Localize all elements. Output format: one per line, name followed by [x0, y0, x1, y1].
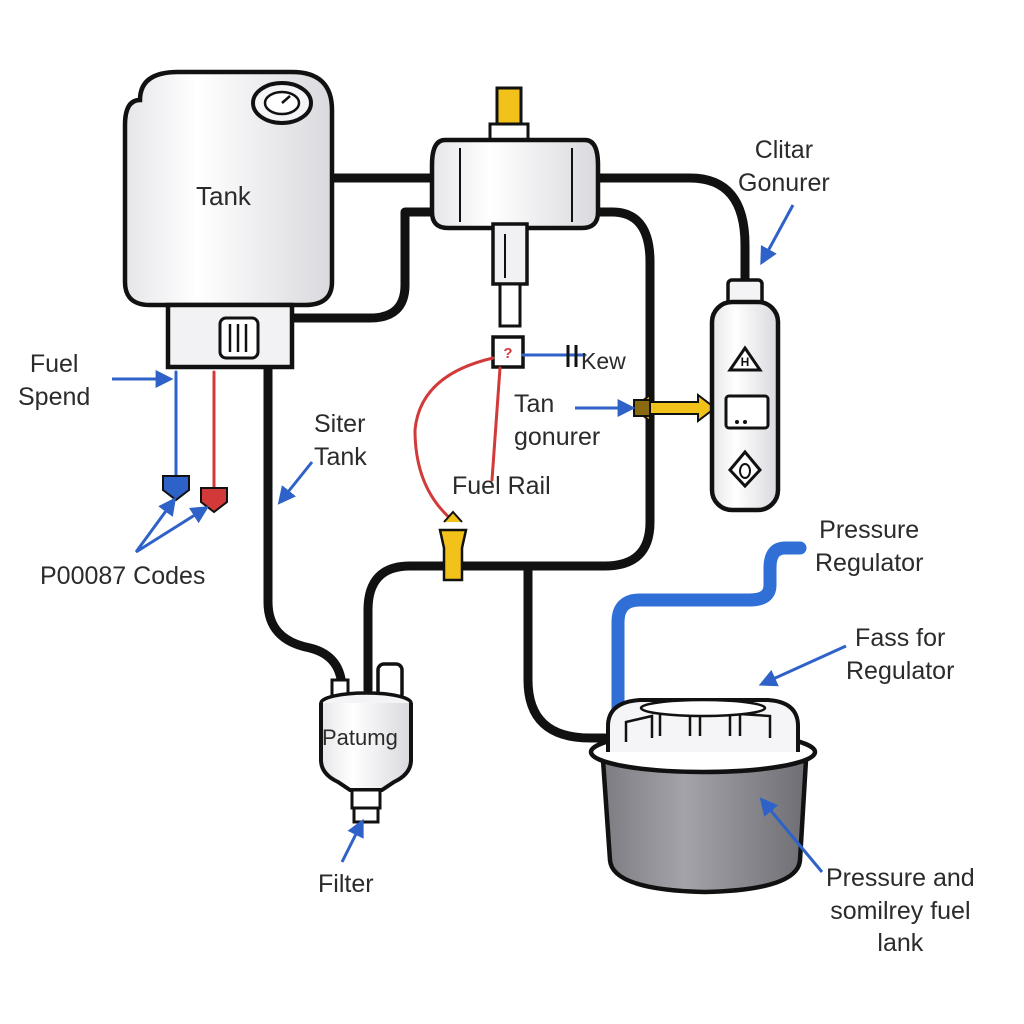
label-tan-line2: gonurer: [514, 422, 601, 451]
device-screen: [724, 394, 770, 430]
label-fuel-spend-line2: Spend: [18, 382, 91, 411]
label-tank: Tank: [196, 181, 251, 211]
gauge-icon: [251, 81, 313, 125]
label-fuel-spend: Fuel Spend: [18, 348, 90, 413]
hose-rail-to-gauge: [583, 173, 750, 287]
label-siter-line1: Siter: [314, 410, 366, 438]
hose-tank-base-to-rail: [287, 207, 443, 323]
arrow-siter-tank: [277, 461, 314, 505]
arrow-codes-1: [134, 497, 177, 553]
arrow-clitar: [760, 204, 795, 266]
label-clitar-gonurer: Clitar Gonurer: [738, 134, 830, 199]
svg-text:H: H: [741, 355, 750, 369]
arrow-pressure-tank: [759, 797, 824, 873]
label-patumg: Patumg: [322, 725, 398, 750]
warning-icon: H: [727, 345, 763, 372]
blue-connector-icon: [162, 475, 190, 502]
yellow-fitting-icon: [438, 510, 468, 582]
gauge-device: H: [709, 278, 781, 513]
label-tan-line1: Tan: [514, 390, 555, 418]
hose-to-regulator-bucket: [523, 561, 610, 743]
fuel-pump: [319, 662, 413, 824]
label-pressure-reg-line1: Pressure: [819, 516, 920, 544]
red-wire-loop: [413, 356, 495, 522]
arrow-filter: [340, 818, 364, 863]
callout-arrows: [112, 204, 847, 873]
rail-body: [429, 137, 601, 231]
signal-wires: [174, 353, 587, 522]
label-ptank-line3: lank: [877, 929, 924, 957]
label-pressure-reg-line2: Regulator: [815, 548, 924, 577]
kew-sensor: [491, 335, 525, 369]
label-fass-line1: Fass for: [855, 624, 946, 652]
arrow-codes-2: [135, 506, 210, 554]
hose-tank-to-filter: [263, 363, 347, 695]
rail-stem: [491, 222, 529, 286]
label-ptank-line2: somilrey fuel: [830, 896, 971, 925]
label-clitar-line2: Gonurer: [738, 168, 830, 197]
label-siter-line2: Tank: [314, 442, 367, 471]
bucket-body: [600, 757, 809, 895]
arrow-fass-regulator: [758, 644, 847, 687]
tank-body: [122, 69, 335, 308]
label-kew: Kew: [581, 348, 626, 374]
kew-connector-icon: [566, 345, 578, 367]
red-wire-drop: [490, 366, 502, 482]
label-fass-for-regulator: Fass for Regulator: [846, 622, 954, 687]
pressure-fuel-tank: [588, 698, 818, 895]
label-fuel-rail: Fuel Rail: [452, 472, 551, 500]
fuel-lines: [263, 173, 750, 743]
svg-text:?: ?: [503, 345, 512, 362]
red-connector-icon: [200, 487, 228, 514]
drop-icon: [727, 449, 763, 489]
label-p0087-codes: P00087 Codes: [40, 562, 206, 590]
label-pressure-regulator: Pressure Regulator: [815, 514, 923, 579]
label-pressure-fuel-tank: Pressure and somilrey fuel lank: [826, 862, 975, 960]
fuel-rail-housing: ?: [429, 86, 601, 369]
label-ptank-line1: Pressure and: [826, 864, 975, 892]
hose-rail-loop-right: [363, 207, 655, 695]
double-arrow-icon: [631, 392, 717, 424]
regulator-blue-tube: [611, 541, 807, 719]
label-fass-line2: Regulator: [846, 656, 955, 685]
label-tan-gonurer: Tan gonurer: [514, 388, 600, 453]
tank: [122, 69, 335, 370]
label-fuel-spend-line1: Fuel: [29, 350, 79, 378]
label-filter: Filter: [318, 870, 374, 898]
label-clitar-line1: Clitar: [754, 136, 814, 164]
label-siter-tank: Siter Tank: [314, 408, 367, 473]
